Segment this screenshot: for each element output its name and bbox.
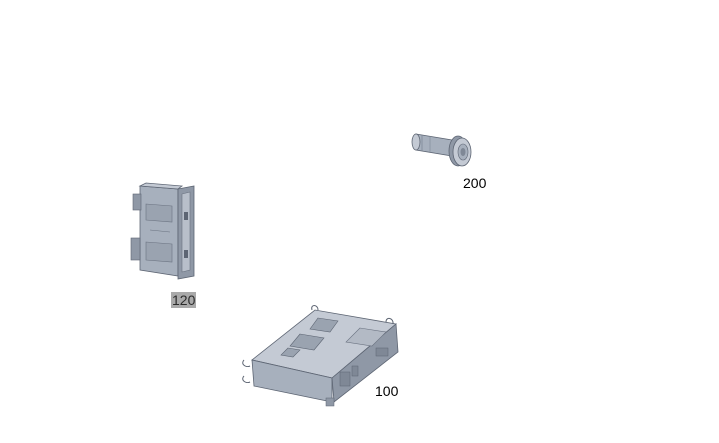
- part-label-200[interactable]: 200: [463, 175, 487, 191]
- part-label-100[interactable]: 100: [375, 383, 399, 399]
- part-120-switch-module-icon[interactable]: [130, 182, 195, 280]
- part-label-120[interactable]: 120: [171, 292, 197, 308]
- part-100-control-unit-icon[interactable]: [242, 305, 399, 407]
- part-200-connector-plug-icon[interactable]: [411, 133, 472, 167]
